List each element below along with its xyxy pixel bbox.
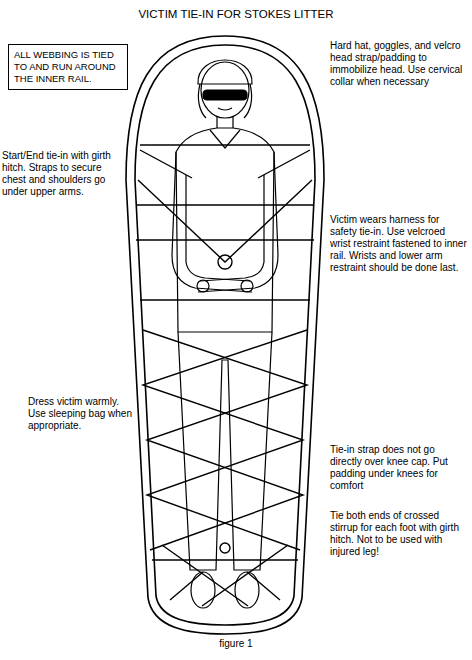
hand — [197, 280, 209, 292]
victim-head — [201, 62, 249, 118]
victim-figure — [172, 60, 278, 608]
foot — [191, 572, 215, 608]
head-crossbar — [140, 144, 310, 146]
foot-crossbar — [152, 559, 298, 561]
note-text: ALL WEBBING IS TIED TO AND RUN AROUND TH… — [14, 49, 122, 85]
hair — [198, 84, 251, 118]
wrist-strap — [140, 299, 310, 300]
goggles — [203, 90, 247, 100]
hard-hat — [198, 60, 252, 84]
annotation-note: Tie-in strap does not go directly over k… — [330, 444, 464, 492]
foot-stirrup — [162, 545, 288, 606]
annotation-note: Hard hat, goggles, and velcro head strap… — [330, 40, 468, 88]
annotation-note: Start/End tie-in with girth hitch. Strap… — [2, 150, 126, 198]
knot — [220, 543, 230, 553]
hand — [241, 280, 253, 292]
figure-caption: figure 1 — [0, 638, 472, 650]
webbing — [136, 150, 314, 606]
foot — [235, 572, 259, 608]
annotation-note: Victim wears harness for safety tie-in. … — [330, 214, 468, 274]
annotation-note: Dress victim warmly. Use sleeping bag wh… — [28, 396, 134, 432]
chest-strap — [136, 205, 314, 240]
litter-frame — [126, 36, 324, 634]
diagram-title: VICTIM TIE-IN FOR STOKES LITTER — [0, 8, 472, 20]
annotation-note: Tie both ends of crossed stirrup for eac… — [330, 510, 468, 558]
chest-cross-strap — [138, 180, 312, 262]
leg-strap — [143, 330, 307, 550]
inner-rail — [135, 45, 315, 625]
outer-rail — [126, 36, 324, 634]
girth-hitch — [218, 255, 232, 269]
note-box: ALL WEBBING IS TIED TO AND RUN AROUND TH… — [8, 44, 128, 90]
shoulder-strap — [140, 150, 310, 178]
leg-strap — [143, 330, 307, 550]
collar — [210, 130, 240, 148]
mouth — [218, 108, 232, 110]
neck — [217, 117, 233, 128]
